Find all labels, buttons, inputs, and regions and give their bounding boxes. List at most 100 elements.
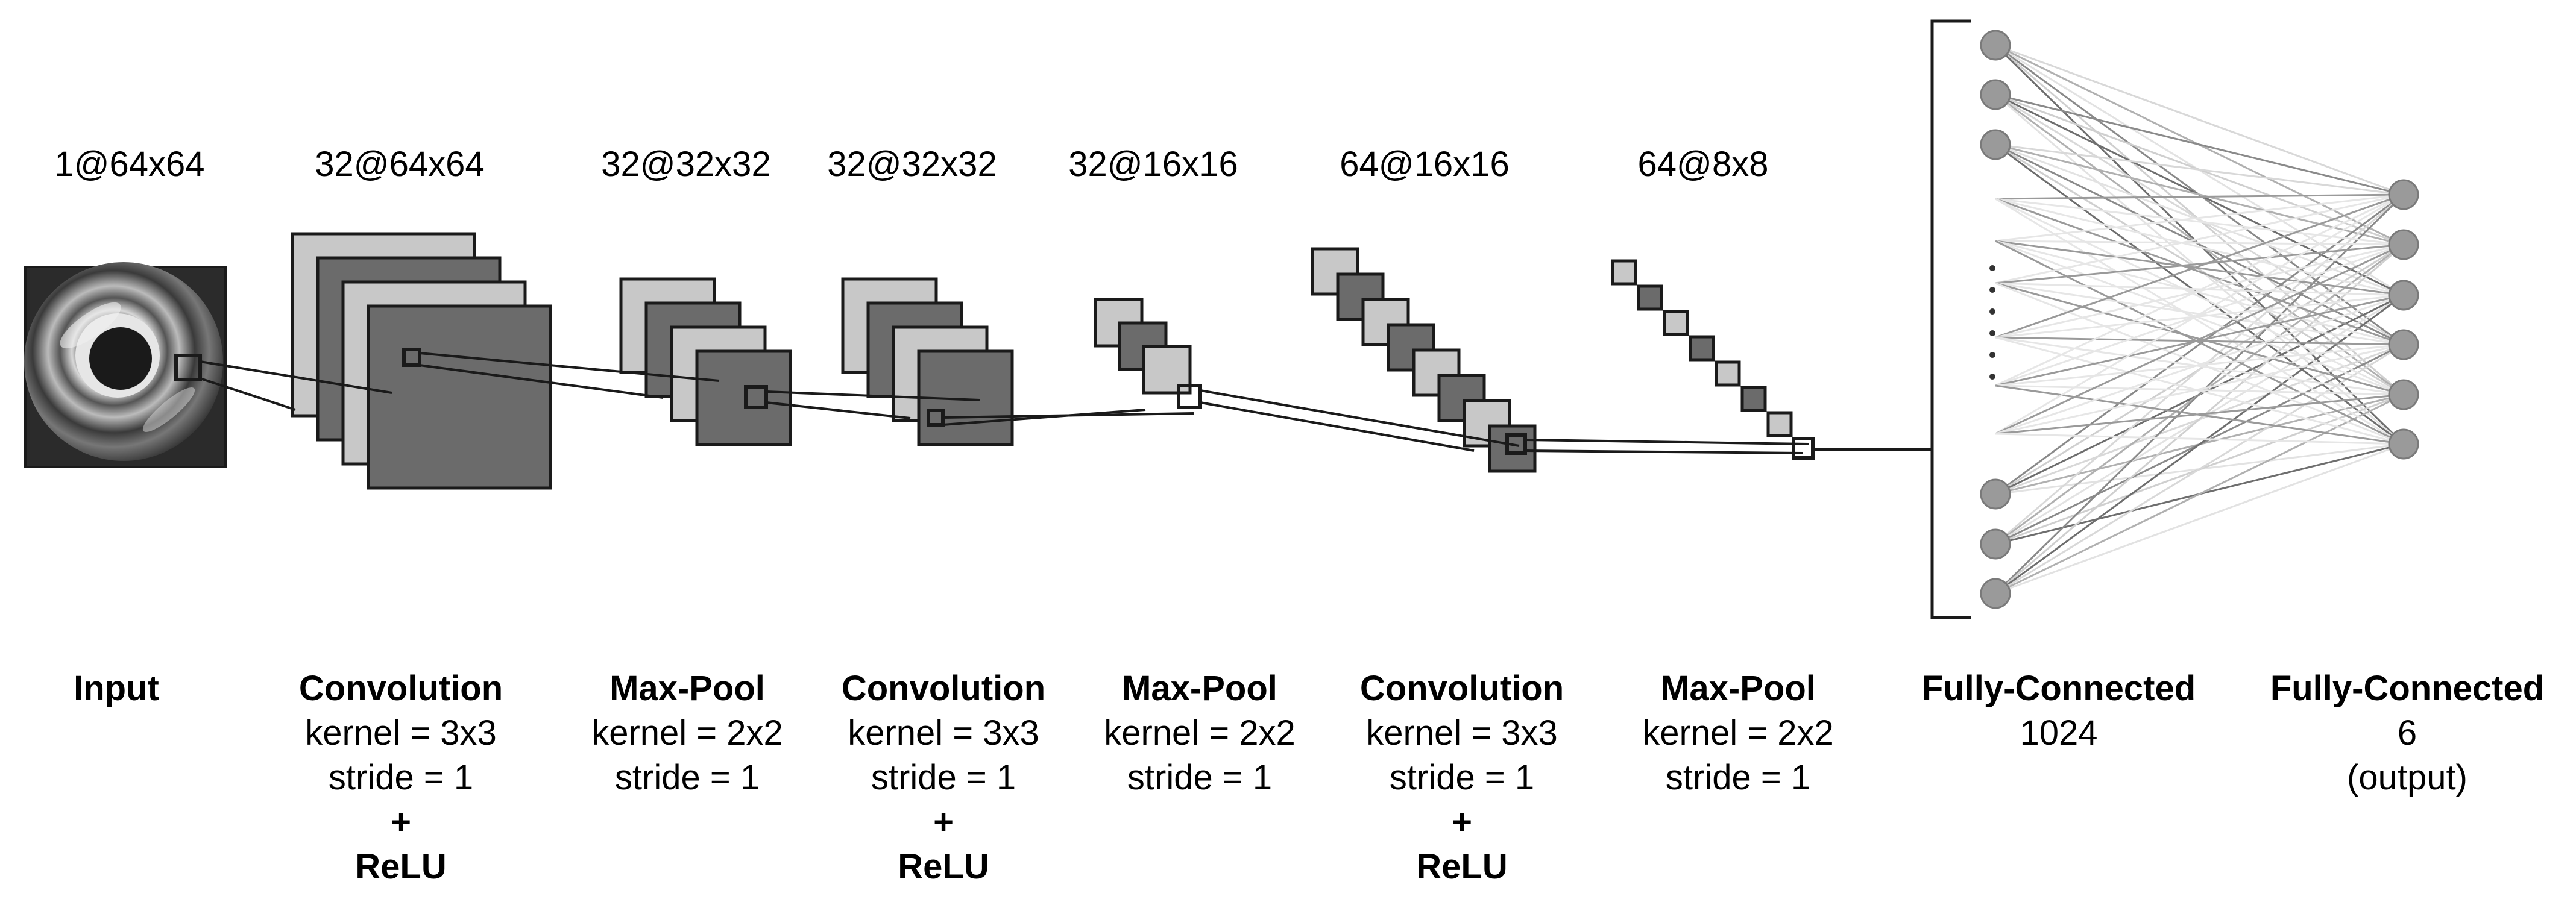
fc-edge (1995, 343, 2404, 435)
feature-map (695, 349, 792, 446)
layer-title-conv3: Convolution (1360, 669, 1564, 708)
ellipsis-dot (1989, 330, 1995, 336)
layer-title-pool3: Max-Pool (1660, 669, 1816, 708)
fc-edge (1995, 193, 2404, 435)
fc-output-node (2388, 280, 2419, 311)
fc-hidden-node (1980, 30, 2011, 61)
feature-map (1611, 259, 1637, 286)
fc-edge (1995, 143, 2404, 196)
input-image (24, 262, 227, 468)
fc-edge (1995, 198, 2404, 246)
layer-line: stride = 1 (1666, 758, 1810, 797)
dim-label: 1@64x64 (54, 145, 204, 184)
receptive-field-box (744, 385, 768, 409)
layer-line: stride = 1 (871, 758, 1016, 797)
feature-map-stacks (291, 232, 1793, 490)
fc-output-node (2388, 329, 2419, 360)
fc-edge (1994, 193, 2405, 595)
fc-output-node (2388, 379, 2419, 410)
fc-edge (1995, 240, 2404, 445)
layer-line: (output) (2347, 758, 2467, 797)
layer-title-pool1: Max-Pool (609, 669, 765, 708)
fc-edge (1995, 393, 2404, 595)
fc-output-node (2388, 428, 2419, 460)
fc-edge (1995, 240, 2404, 296)
feature-map (1715, 360, 1741, 387)
layer-line: stride = 1 (615, 758, 760, 797)
dim-label: 32@32x32 (601, 145, 770, 184)
ellipsis-dot (1989, 287, 1995, 293)
layer-line: stride = 1 (329, 758, 473, 797)
fc-edge (1995, 93, 2404, 196)
fc-edge (1995, 198, 2404, 346)
layer-line: stride = 1 (1127, 758, 1272, 797)
feature-map (917, 349, 1014, 446)
connection-line (1200, 389, 1520, 447)
dim-label: 32@64x64 (315, 145, 484, 184)
connection-line (1200, 401, 1475, 452)
fc-edge (1995, 443, 2404, 595)
ellipsis-dot (1989, 352, 1995, 358)
fc-edge (1995, 243, 2404, 284)
layer-plus: + (391, 803, 411, 842)
fc-edge (1995, 193, 2404, 339)
layer-line: stride = 1 (1390, 758, 1534, 797)
fc-edge (1995, 193, 2404, 545)
feature-map (367, 304, 552, 490)
fc-edge (1995, 393, 2404, 435)
connection-line (1525, 449, 1803, 454)
layer-title-pool2: Max-Pool (1122, 669, 1277, 708)
fc-edge (1995, 294, 2404, 435)
layer-title-fc2: Fully-Connected (2270, 669, 2544, 708)
fc-hidden-node (1980, 129, 2011, 160)
receptive-field-box (402, 348, 421, 367)
fc-edge (1995, 240, 2404, 246)
layer-line: 1024 (2020, 713, 2097, 753)
dim-label: 32@16x16 (1068, 145, 1238, 184)
fc-output-node (2388, 179, 2419, 210)
fc-edge (1995, 198, 2404, 396)
fc-edge (1995, 143, 2404, 296)
feature-map (1637, 284, 1663, 311)
fc-hidden-node (1980, 79, 2011, 110)
receptive-field-box (1792, 437, 1815, 460)
connection-line (200, 360, 392, 394)
fc-edge (1995, 294, 2404, 595)
dim-label: 64@16x16 (1340, 145, 1509, 184)
receptive-field-box (174, 354, 202, 381)
layer-title-input: Input (74, 669, 159, 708)
connection-line (200, 377, 296, 411)
layer-line: kernel = 3x3 (848, 713, 1039, 753)
dim-label: 64@8x8 (1638, 145, 1769, 184)
ellipsis-dot (1989, 265, 1995, 271)
fc-edge (1995, 143, 2404, 396)
fc-edge (1995, 44, 2404, 196)
feature-map (1311, 247, 1359, 296)
fc-edge (1995, 240, 2404, 396)
feature-map (1663, 310, 1689, 336)
fc-edge (1995, 193, 2404, 284)
fc-edge (1995, 193, 2404, 200)
layer-line: 6 (2398, 713, 2417, 753)
connection-line (942, 409, 1146, 426)
feature-map (1488, 424, 1537, 473)
connection-line (419, 352, 720, 382)
layer-title-conv1: Convolution (299, 669, 503, 708)
layer-line: kernel = 2x2 (1642, 713, 1834, 753)
fc-edge (1995, 143, 2404, 246)
fc-edge (1995, 143, 2404, 346)
dim-label: 32@32x32 (827, 145, 997, 184)
fc-edge (1995, 433, 2404, 445)
layer-line: kernel = 3x3 (305, 713, 497, 753)
receptive-field-box (1177, 384, 1202, 409)
layer-line: kernel = 3x3 (1366, 713, 1558, 753)
dimension-labels: 1@64x64 32@64x64 32@32x32 32@32x32 32@16… (54, 145, 1768, 184)
feature-map (1766, 411, 1793, 437)
layer-activation: ReLU (898, 847, 989, 886)
fc-bracket (1930, 19, 1971, 619)
fully-connected-network (1930, 19, 2419, 619)
ellipsis-dot (1989, 308, 1995, 315)
layer-activation: ReLU (1416, 847, 1507, 886)
fc-edge (1995, 343, 2404, 595)
